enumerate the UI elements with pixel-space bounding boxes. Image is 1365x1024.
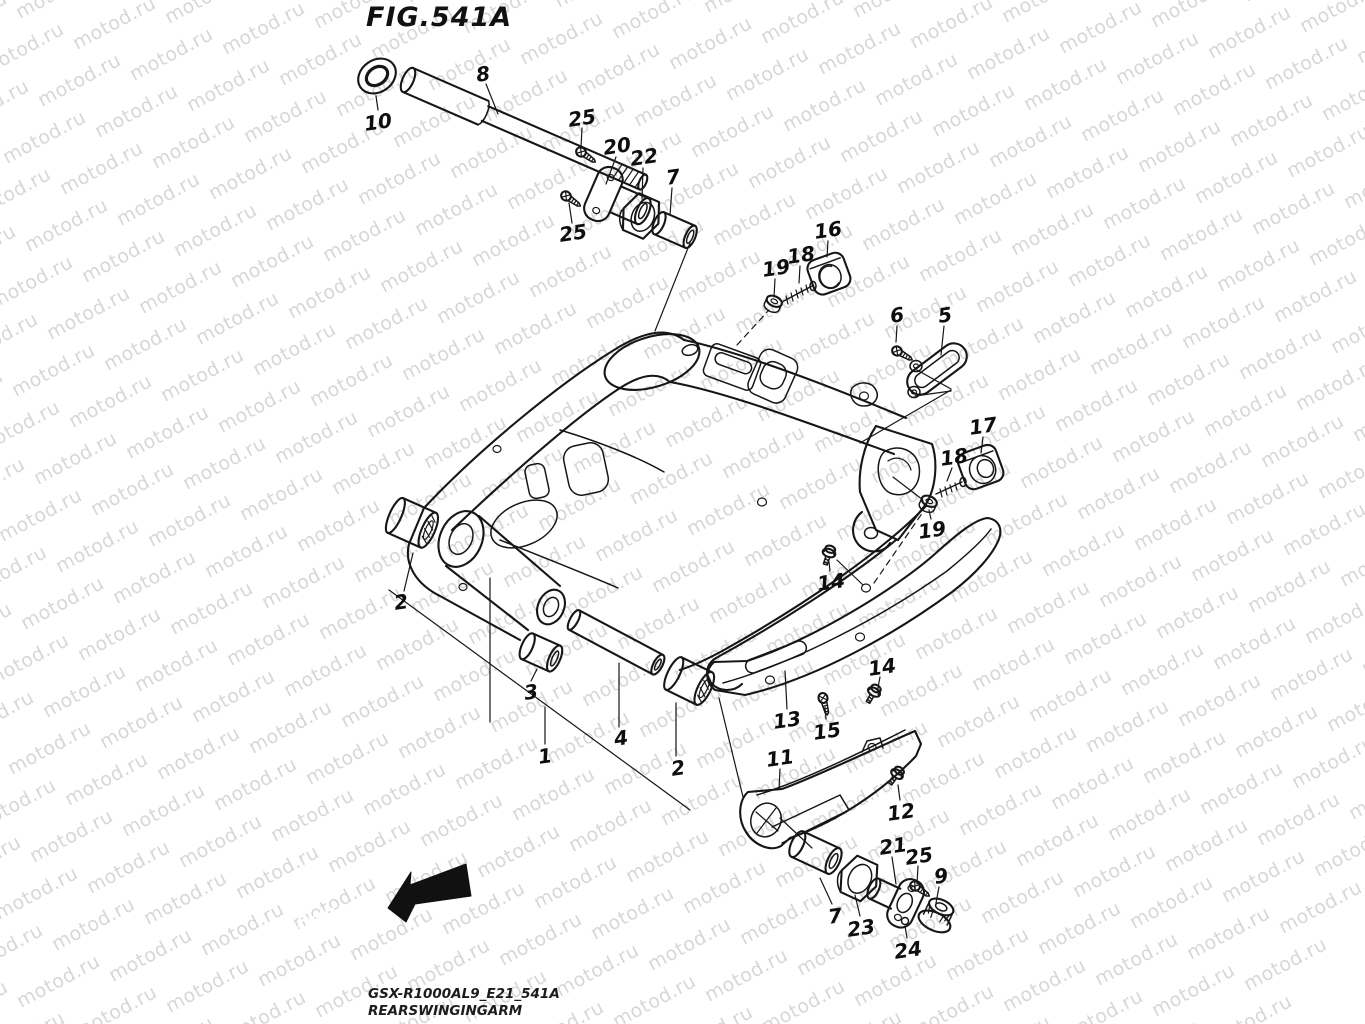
callout-part-23: 23 (846, 914, 877, 942)
callout-part-25: 25 (558, 219, 589, 247)
part-5-bracket (906, 342, 968, 399)
part-18-adjuster-bolt-right (935, 476, 967, 498)
footer-model-code: GSX-R1000AL9_E21_541A (368, 986, 560, 1002)
callout-part-13: 13 (772, 706, 803, 734)
callout-part-22: 22 (629, 143, 660, 171)
part-22-locknut-top (618, 192, 661, 240)
callout-part-18: 18 (939, 443, 970, 471)
callout-part-17: 17 (968, 412, 999, 440)
callout-part-25: 25 (567, 104, 598, 132)
callout-part-19: 19 (917, 516, 948, 544)
part-14-bolt-lower (861, 681, 885, 707)
footer-figure-name: REARSWINGINGARM (368, 1003, 523, 1019)
callout-part-11: 11 (765, 744, 796, 772)
part-7-spacer-bottom (788, 830, 843, 875)
part-15-screw (816, 690, 833, 718)
callout-part-12: 12 (886, 798, 917, 826)
part-13-chain-guard (706, 516, 1002, 697)
part-9-axle-nut (917, 897, 955, 934)
callout-part-9: 9 (932, 863, 949, 889)
part-1-swingarm-body (406, 331, 937, 692)
leader-lines (375, 83, 984, 939)
figure-title: FIG.541A (366, 2, 513, 33)
callout-part-5: 5 (936, 302, 953, 328)
callout-part-1: 1 (536, 743, 553, 769)
part-18-adjuster-bolt-left (781, 280, 817, 305)
callout-part-3: 3 (522, 679, 539, 705)
callout-part-10: 10 (363, 108, 394, 136)
callout-part-25: 25 (904, 842, 935, 870)
footer: GSX-R1000AL9_E21_541A REARSWINGINGARM (368, 986, 560, 1020)
part-2-bearing-left (384, 496, 440, 549)
part-25-screw-mid (558, 188, 584, 211)
callout-part-14: 14 (816, 568, 847, 596)
callout-part-20: 20 (602, 132, 633, 160)
part-2-bearing-right (663, 656, 716, 706)
part-16-adjuster-block-left (806, 251, 852, 296)
callout-part-7: 7 (826, 903, 843, 929)
callout-part-2: 2 (392, 589, 409, 615)
callout-part-24: 24 (893, 936, 924, 964)
callout-part-6: 6 (888, 302, 905, 328)
callout-part-16: 16 (813, 216, 844, 244)
part-17-adjuster-block-right (956, 443, 1005, 491)
callout-part-15: 15 (812, 717, 843, 745)
part-3-spacer (518, 632, 564, 673)
part-7-spacer-top (651, 210, 698, 250)
fwd-arrow-label: FWD (296, 903, 338, 931)
part-10-dust-cap (357, 57, 397, 95)
callout-part-4: 4 (611, 725, 629, 751)
callout-part-8: 8 (474, 61, 491, 87)
part-4-pivot-collar (566, 609, 666, 676)
callout-part-19: 19 (761, 254, 792, 282)
fwd-arrow: FWD (296, 863, 472, 932)
callout-part-18: 18 (786, 241, 817, 269)
part-11-chain-buffer (739, 729, 923, 850)
part-6-screw (889, 343, 916, 365)
part-24-steel-ball (900, 916, 910, 926)
callout-part-2: 2 (669, 755, 686, 781)
callout-part-7: 7 (664, 164, 681, 190)
callout-part-14: 14 (867, 653, 898, 681)
part-19-adjuster-nut-left (761, 292, 785, 316)
part-14-bolt-upper (818, 542, 839, 568)
callout-part-21: 21 (878, 832, 909, 860)
